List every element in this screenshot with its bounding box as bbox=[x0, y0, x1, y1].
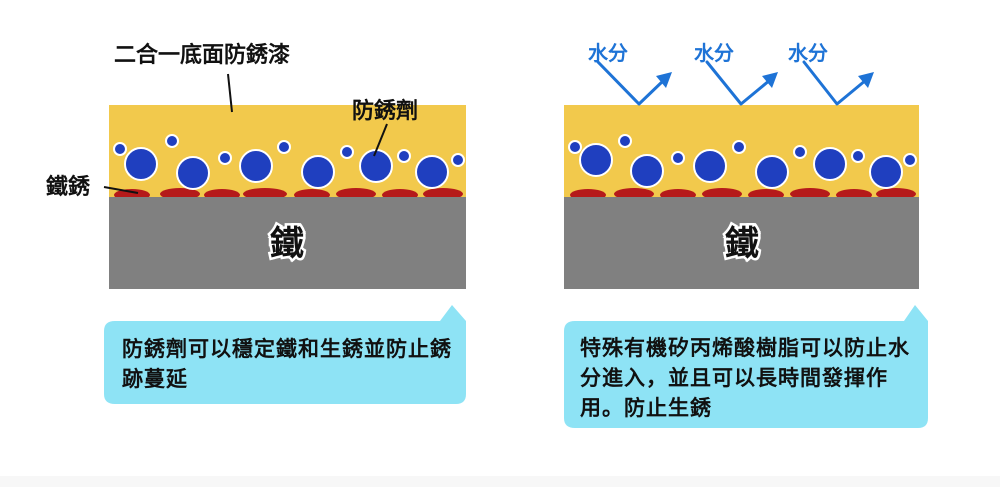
particle-small bbox=[732, 140, 746, 154]
particle-large bbox=[415, 155, 449, 189]
particle-small bbox=[451, 153, 465, 167]
particle-small bbox=[218, 151, 232, 165]
right-callout-text: 特殊有機矽丙烯酸樹脂可以防止水分進入，並且可以長時間發揮作用。防止生銹 bbox=[580, 336, 910, 420]
particle-small bbox=[618, 134, 632, 148]
paint-leader-line bbox=[227, 73, 233, 113]
inhibitor-leader-line bbox=[373, 123, 388, 157]
particle-small bbox=[340, 145, 354, 159]
bottom-strip bbox=[0, 476, 1000, 487]
particle-large bbox=[579, 143, 613, 177]
right-callout-bubble bbox=[564, 305, 928, 428]
particle-small bbox=[277, 140, 291, 154]
moisture-label: 水分 bbox=[694, 41, 734, 65]
right-diagram-svg: 鐵 水分 水分 水分 bbox=[564, 41, 928, 428]
particle-small bbox=[793, 145, 807, 159]
rust-label: 鐵銹 bbox=[46, 174, 91, 200]
rust-leader-line bbox=[103, 186, 139, 194]
iron-substrate bbox=[564, 197, 919, 289]
particle-large bbox=[693, 149, 727, 183]
inhibitor-label: 防銹劑 bbox=[352, 98, 418, 124]
iron-label: 鐵 bbox=[270, 224, 304, 264]
particle-small bbox=[568, 140, 582, 154]
moisture-label: 水分 bbox=[588, 41, 628, 65]
particle-large bbox=[755, 155, 789, 189]
moisture-label: 水分 bbox=[788, 41, 828, 65]
particle-small bbox=[851, 149, 865, 163]
paint-label: 二合一底面防銹漆 bbox=[114, 42, 290, 68]
left-diagram-svg: 鐵 二合一底面防銹漆 防銹劑 鐵銹 bbox=[46, 42, 466, 404]
left-diagram-panel: 鐵 二合一底面防銹漆 防銹劑 鐵銹 防銹劑可以穩定鐵和生銹並防止銹跡蔓延 bbox=[46, 42, 466, 404]
particle-large bbox=[176, 156, 210, 190]
moisture-arrow bbox=[596, 60, 666, 106]
moisture-arrow bbox=[802, 60, 868, 106]
particle-small bbox=[671, 151, 685, 165]
particle-large bbox=[630, 154, 664, 188]
particle-large bbox=[239, 149, 273, 183]
particle-large bbox=[869, 155, 903, 189]
particle-small bbox=[113, 142, 127, 156]
iron-label: 鐵 bbox=[725, 224, 759, 264]
particle-small bbox=[903, 153, 917, 167]
particle-small bbox=[165, 134, 179, 148]
particle-large bbox=[359, 149, 393, 183]
particle-small bbox=[397, 149, 411, 163]
right-diagram-panel: 鐵 水分 水分 水分 特殊有機矽丙烯酸樹脂可以防止水分進入，並且可以長時間發揮作… bbox=[500, 0, 1000, 487]
particle-large bbox=[301, 155, 335, 189]
resin-particles bbox=[568, 134, 917, 189]
arrow-head bbox=[656, 72, 672, 88]
particle-large bbox=[813, 147, 847, 181]
left-callout-text: 防銹劑可以穩定鐵和生銹並防止銹跡蔓延 bbox=[122, 337, 452, 391]
arrow-head bbox=[762, 72, 778, 88]
moisture-arrow bbox=[705, 60, 772, 106]
inhibitor-particles bbox=[113, 134, 465, 190]
iron-substrate bbox=[109, 197, 466, 289]
left-callout-bubble bbox=[104, 305, 466, 404]
arrow-head bbox=[858, 72, 874, 88]
particle-large bbox=[124, 147, 158, 181]
